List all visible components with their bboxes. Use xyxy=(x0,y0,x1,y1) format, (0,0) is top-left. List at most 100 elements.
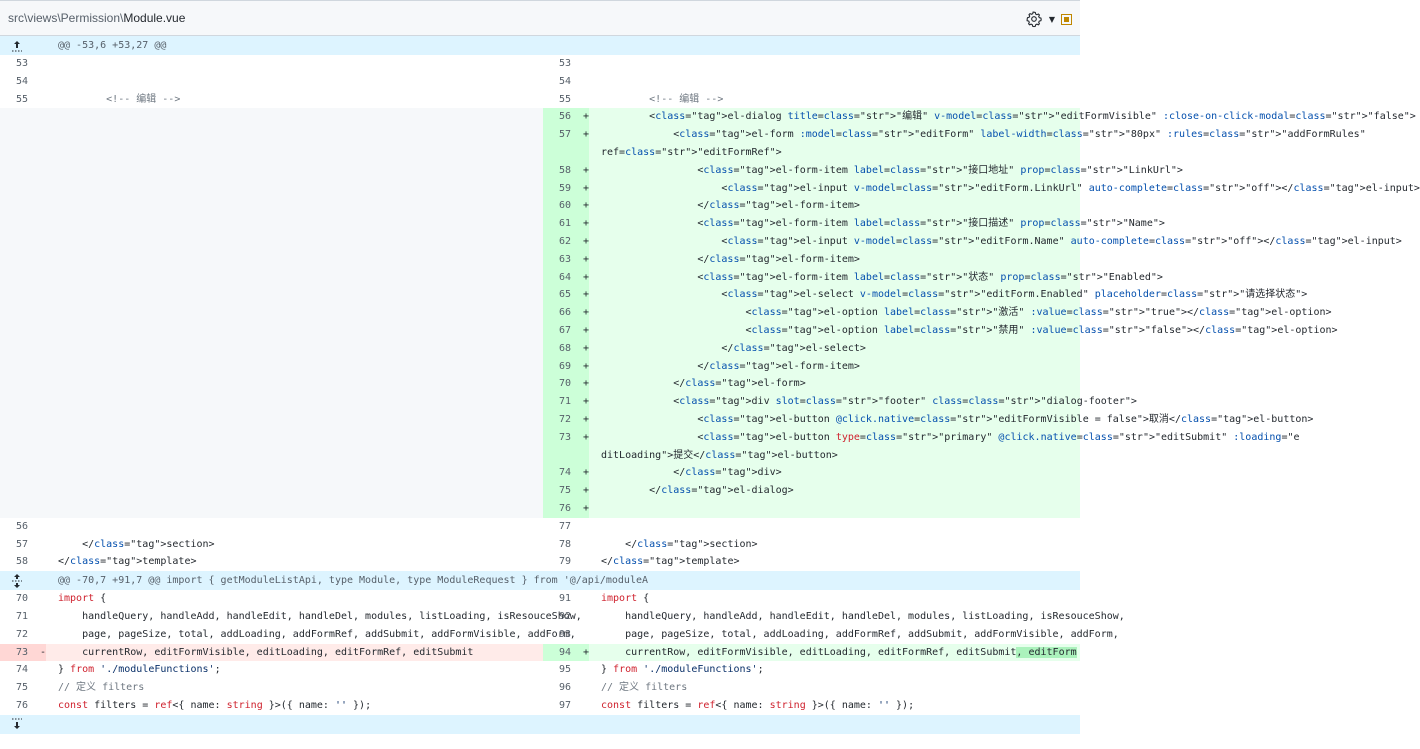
line-number[interactable]: 73 xyxy=(0,643,46,662)
diff-row-left xyxy=(0,161,543,180)
expand-up-icon[interactable] xyxy=(8,36,26,55)
line-number[interactable]: 55 xyxy=(16,93,29,105)
line-number[interactable]: 72 xyxy=(543,411,589,429)
line-number[interactable]: 93 xyxy=(559,628,572,640)
line-number[interactable]: 79 xyxy=(559,556,572,568)
diff-marker: + xyxy=(583,431,590,443)
code-line: <!-- 编辑 --> xyxy=(58,93,181,105)
line-number[interactable]: 75 xyxy=(543,482,589,500)
diff-row-right: 70+ </class="tag">el-form> xyxy=(543,375,1080,394)
diff-row-left xyxy=(0,126,543,162)
diff-marker: + xyxy=(583,307,590,319)
line-number[interactable]: 58 xyxy=(543,161,589,180)
diff-row-right: 58+ <class="tag">el-form-item label=clas… xyxy=(543,161,1183,180)
line-number[interactable]: 56 xyxy=(16,520,29,532)
line-number[interactable]: 68 xyxy=(543,339,589,358)
code-line: // 定义 filters xyxy=(58,682,145,694)
gear-icon[interactable] xyxy=(1025,10,1043,28)
hunk-header: @@ -53,6 +53,27 @@ xyxy=(0,36,1080,55)
square-dot-icon[interactable] xyxy=(1061,13,1072,25)
code-line: <class="tag">div slot=class="str">"foote… xyxy=(601,396,1137,408)
diff-row: 76+ xyxy=(0,500,1080,518)
line-number[interactable]: 57 xyxy=(543,126,589,162)
line-number[interactable]: 75 xyxy=(16,682,29,694)
hunk-header: @@ -70,7 +91,7 @@ import { getModuleList… xyxy=(0,571,1080,591)
line-number[interactable]: 96 xyxy=(559,682,572,694)
line-number[interactable]: 65 xyxy=(543,286,589,305)
diff-row-left: 71 handleQuery, handleAdd, handleEdit, h… xyxy=(0,608,582,626)
diff-marker: + xyxy=(583,218,590,230)
diff-row-right: 71+ <class="tag">div slot=class="str">"f… xyxy=(543,393,1137,411)
code-line: <class="tag">el-form-item label=class="s… xyxy=(601,218,1165,230)
line-number[interactable]: 78 xyxy=(559,538,572,550)
line-number[interactable]: 92 xyxy=(559,611,572,622)
line-number[interactable]: 53 xyxy=(559,58,572,69)
line-number[interactable]: 67 xyxy=(543,322,589,340)
diff-row-left: 73- currentRow, editFormVisible, editLoa… xyxy=(0,643,543,662)
expand-down-icon[interactable] xyxy=(8,715,26,734)
line-number[interactable]: 62 xyxy=(543,233,589,251)
line-number[interactable]: 76 xyxy=(543,500,589,518)
diff-row-right: 56+ <class="tag">el-dialog title=class="… xyxy=(543,108,1416,127)
line-number[interactable]: 73 xyxy=(543,428,589,465)
line-number[interactable]: 74 xyxy=(16,664,29,676)
diff-row-right: 57+ <class="tag">el-form :model=class="s… xyxy=(543,126,1366,162)
diff-row-right: 67+ <class="tag">el-option label=class="… xyxy=(543,322,1338,340)
line-number[interactable]: 72 xyxy=(16,628,29,640)
line-number[interactable]: 54 xyxy=(559,75,572,87)
line-number[interactable]: 77 xyxy=(559,520,572,532)
line-number[interactable]: 97 xyxy=(559,700,572,711)
line-number[interactable]: 91 xyxy=(559,593,572,605)
line-number[interactable]: 74 xyxy=(543,464,589,483)
expand-both-icon[interactable] xyxy=(8,571,26,590)
diff-row: 56+ <class="tag">el-dialog title=class="… xyxy=(0,108,1416,127)
code-line: page, pageSize, total, addLoading, addFo… xyxy=(58,628,576,640)
diff-marker: + xyxy=(583,503,590,514)
line-number[interactable]: 57 xyxy=(16,538,29,550)
code-line: <class="tag">el-option label=class="str"… xyxy=(601,307,1332,319)
line-number[interactable]: 63 xyxy=(543,250,589,269)
code-line: handleQuery, handleAdd, handleEdit, hand… xyxy=(58,611,582,622)
code-line: currentRow, editFormVisible, editLoading… xyxy=(58,646,474,658)
line-number[interactable]: 59 xyxy=(543,179,589,198)
diff-row-right: 92 handleQuery, handleAdd, handleEdit, h… xyxy=(543,608,1125,626)
line-number[interactable]: 70 xyxy=(16,593,29,605)
file-path[interactable]: src\views\Permission\Module.vue xyxy=(8,11,185,25)
diff-row-left xyxy=(0,482,543,500)
line-number[interactable]: 60 xyxy=(543,197,589,216)
line-number[interactable]: 71 xyxy=(16,611,29,622)
line-number[interactable]: 55 xyxy=(559,93,572,105)
line-number[interactable]: 56 xyxy=(543,108,589,127)
line-number[interactable]: 70 xyxy=(543,375,589,394)
line-number[interactable]: 58 xyxy=(16,556,29,568)
line-number[interactable]: 54 xyxy=(16,75,29,87)
diff-row-right: 62+ <class="tag">el-input v-model=class=… xyxy=(543,233,1402,251)
diff-marker: + xyxy=(583,360,590,372)
code-line: </class="tag">el-form-item> xyxy=(601,360,860,372)
line-number[interactable]: 69 xyxy=(543,357,589,376)
line-number[interactable]: 66 xyxy=(543,304,589,322)
diff-row-left xyxy=(0,357,543,376)
chevron-down-icon[interactable]: ▼ xyxy=(1048,14,1055,24)
diff-row: 75+ </class="tag">el-dialog> xyxy=(0,482,1080,500)
code-line: <!-- 编辑 --> xyxy=(601,93,724,105)
diff-row-left: 74} from './moduleFunctions'; xyxy=(0,661,543,679)
line-number[interactable]: 64 xyxy=(543,268,589,287)
line-number[interactable]: 71 xyxy=(543,393,589,411)
diff-row-left xyxy=(0,304,543,322)
line-number[interactable]: 94 xyxy=(543,643,589,662)
diff-row-left: 54 xyxy=(0,73,543,91)
line-number[interactable]: 95 xyxy=(559,664,572,676)
diff-row: 72+ <class="tag">el-button @click.native… xyxy=(0,411,1313,429)
hunk-header-text: @@ -70,7 +91,7 @@ import { getModuleList… xyxy=(58,575,649,587)
diff-marker: + xyxy=(583,396,590,408)
file-name: Module.vue xyxy=(123,11,186,25)
line-number[interactable]: 53 xyxy=(16,58,29,69)
diff-row-right: 68+ </class="tag">el-select> xyxy=(543,339,1080,358)
line-number[interactable]: 61 xyxy=(543,215,589,233)
diff-row-right: 60+ </class="tag">el-form-item> xyxy=(543,197,1080,216)
code-line: </class="tag">template> xyxy=(601,556,740,568)
line-number[interactable]: 76 xyxy=(16,700,29,711)
